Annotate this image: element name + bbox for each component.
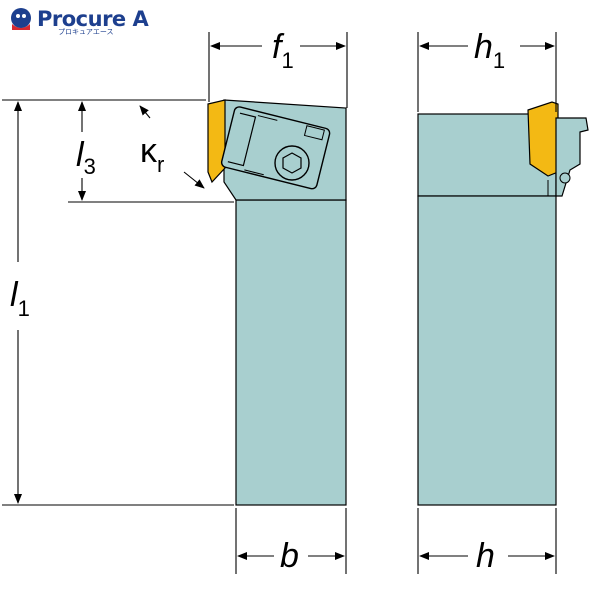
dimension-lines bbox=[2, 32, 557, 574]
side-clamp bbox=[555, 117, 589, 197]
label-l3: l3 bbox=[76, 136, 96, 179]
label-kr: κr bbox=[140, 132, 164, 177]
front-shank bbox=[235, 199, 347, 506]
side-shank bbox=[417, 195, 557, 506]
label-h: h bbox=[476, 537, 495, 575]
front-insert bbox=[207, 99, 226, 184]
label-h1: h1 bbox=[474, 28, 505, 73]
side-view bbox=[417, 101, 589, 506]
label-l1: l1 bbox=[10, 276, 30, 321]
brand-logo: Procure A bbox=[8, 4, 149, 34]
clamp-screw-hex bbox=[282, 152, 302, 174]
label-b: b bbox=[280, 537, 299, 575]
logo-mascot-icon bbox=[11, 8, 31, 30]
logo-subtitle: プロキュアエース bbox=[58, 28, 114, 36]
label-f1: f1 bbox=[272, 28, 294, 73]
side-insert bbox=[527, 101, 559, 177]
clamp-screw-outer bbox=[274, 145, 310, 181]
front-view bbox=[207, 99, 347, 506]
logo-text: Procure A bbox=[37, 7, 149, 31]
